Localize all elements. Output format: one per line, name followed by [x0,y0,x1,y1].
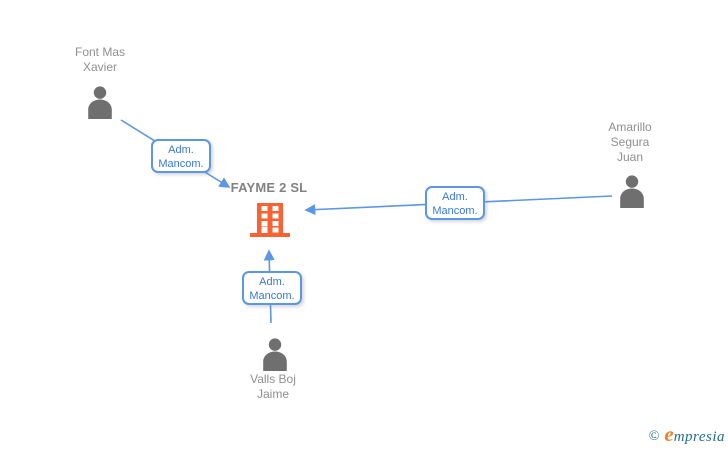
empresia-logo[interactable]: © empresia [649,422,725,447]
person-name-font-mas-xavier: Font Mas Xavier [40,45,160,75]
name-line: Xavier [82,60,117,74]
relation-box-adm-mancom-2[interactable]: Adm. Mancom. [425,186,485,220]
name-line: Font Mas [74,45,125,59]
company-name: FAYME 2 SL [230,180,308,195]
name-line: Juan [616,150,644,164]
name-line: Segura [610,135,650,149]
name-line: Valls Boj [250,372,296,386]
name-line: Jaime [256,387,289,401]
relation-label-line: Mancom. [249,290,295,302]
person-icon [263,338,287,371]
person-icon [88,86,112,119]
relation-label-line: Mancom. [158,158,204,170]
copyright-symbol: © [648,429,660,444]
relation-label-line: Adm. [442,191,468,203]
person-node-font-mas-xavier[interactable] [84,86,116,119]
name-line: Amarillo [608,120,652,134]
company-node-fayme-2-sl[interactable] [250,203,290,237]
relation-label-line: Mancom. [432,205,478,217]
logo-text: mpresia [673,429,725,445]
person-node-amarillo-segura-juan[interactable] [616,175,648,208]
person-icon [620,175,644,208]
relation-label-line: Adm. [168,144,194,156]
relation-box-adm-mancom-1[interactable]: Adm. Mancom. [151,139,211,173]
relation-label-line: Adm. [259,276,285,288]
building-icon [250,203,290,237]
relation-box-adm-mancom-3[interactable]: Adm. Mancom. [242,271,302,305]
person-node-valls-boj-jaime[interactable] [259,338,291,371]
person-name-valls-boj-jaime: Valls Boj Jaime [213,372,333,402]
logo-initial: e [664,422,674,446]
person-name-amarillo-segura-juan: Amarillo Segura Juan [570,120,690,165]
